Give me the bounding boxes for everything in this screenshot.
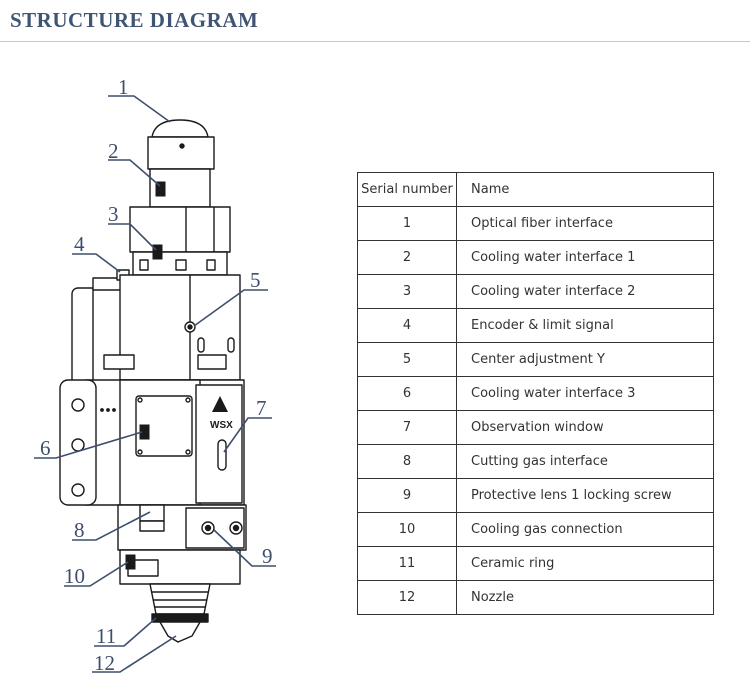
leader-11	[94, 617, 157, 647]
leader-9	[213, 529, 276, 567]
column-header-serial: Serial number	[357, 172, 457, 207]
leader-1	[108, 95, 171, 123]
observation-window-slot	[217, 439, 227, 471]
page-header: STRUCTURE DIAGRAM	[0, 0, 750, 42]
collar-hole	[179, 143, 185, 149]
fiber-connector-cap	[151, 119, 209, 138]
fitting-screws	[125, 181, 166, 570]
serial-cell: 10	[357, 512, 457, 547]
leader-12	[92, 635, 177, 673]
callout-1: 1	[118, 75, 129, 99]
callout-8: 8	[74, 518, 85, 542]
column-header-name: Name	[456, 172, 714, 207]
name-cell: Encoder & limit signal	[456, 308, 714, 343]
fiber-connector-collar	[147, 136, 215, 170]
leader-7	[223, 417, 272, 453]
serial-cell: 7	[357, 410, 457, 445]
serial-cell: 11	[357, 546, 457, 581]
front-cover-plate	[135, 395, 193, 457]
name-cell: Cooling water interface 2	[456, 274, 714, 309]
serial-cell: 1	[357, 206, 457, 241]
name-cell: Cooling water interface 3	[456, 376, 714, 411]
leader-6	[34, 431, 143, 459]
callout-6: 6	[40, 436, 51, 460]
gas-fitting	[139, 504, 165, 522]
serial-cell: 5	[357, 342, 457, 377]
leader-3	[108, 223, 157, 251]
leader-lines	[34, 95, 276, 673]
serial-cell: 8	[357, 444, 457, 479]
header-divider	[0, 41, 750, 42]
name-cell: Observation window	[456, 410, 714, 445]
leader-8	[72, 511, 151, 541]
cutting-head-drawing	[59, 119, 247, 643]
screw-cooling-water-1	[155, 181, 166, 197]
callout-5: 5	[250, 268, 261, 292]
name-cell: Cooling water interface 1	[456, 240, 714, 275]
name-cell: Optical fiber interface	[456, 206, 714, 241]
callout-2: 2	[108, 139, 119, 163]
callout-numbers: 1 2 3 4 5 6 7 8 9 10 11 12	[40, 75, 273, 675]
callout-12: 12	[94, 651, 115, 675]
cutting-head-diagram: WSX 1 2 3 4 5 6 7 8 9 10 11 12	[34, 75, 276, 675]
nozzle	[159, 621, 201, 643]
callout-10: 10	[64, 564, 85, 588]
name-cell: Nozzle	[456, 580, 714, 615]
callout-3: 3	[108, 202, 119, 226]
table-header-row: Serial number Name	[357, 172, 714, 207]
callout-7: 7	[256, 396, 267, 420]
serial-cell: 12	[357, 580, 457, 615]
serial-cell: 4	[357, 308, 457, 343]
logo-text: WSX	[210, 420, 233, 431]
callout-4: 4	[74, 232, 85, 256]
name-cell: Ceramic ring	[456, 546, 714, 581]
screw-cooling-gas	[125, 554, 136, 570]
callout-11: 11	[96, 624, 116, 648]
leader-10	[64, 561, 129, 587]
serial-cell: 2	[357, 240, 457, 275]
screw-cooling-water-2	[152, 244, 163, 260]
leader-2	[108, 159, 161, 187]
callout-9: 9	[262, 544, 273, 568]
name-cell: Protective lens 1 locking screw	[456, 478, 714, 513]
leader-5	[193, 289, 268, 327]
serial-cell: 3	[357, 274, 457, 309]
wsx-logo: WSX	[210, 396, 233, 431]
serial-cell: 9	[357, 478, 457, 513]
name-cell: Cooling gas connection	[456, 512, 714, 547]
nozzle-holder	[149, 583, 211, 615]
housing-tab-left	[103, 354, 135, 370]
serial-cell: 6	[357, 376, 457, 411]
name-cell: Center adjustment Y	[456, 342, 714, 377]
leader-4	[72, 253, 121, 273]
name-cell: Cutting gas interface	[456, 444, 714, 479]
page-title: STRUCTURE DIAGRAM	[10, 8, 259, 32]
ceramic-ring	[151, 613, 209, 623]
flange-slot	[139, 259, 149, 271]
housing-tab-right	[197, 354, 227, 370]
upper-block	[129, 206, 231, 253]
